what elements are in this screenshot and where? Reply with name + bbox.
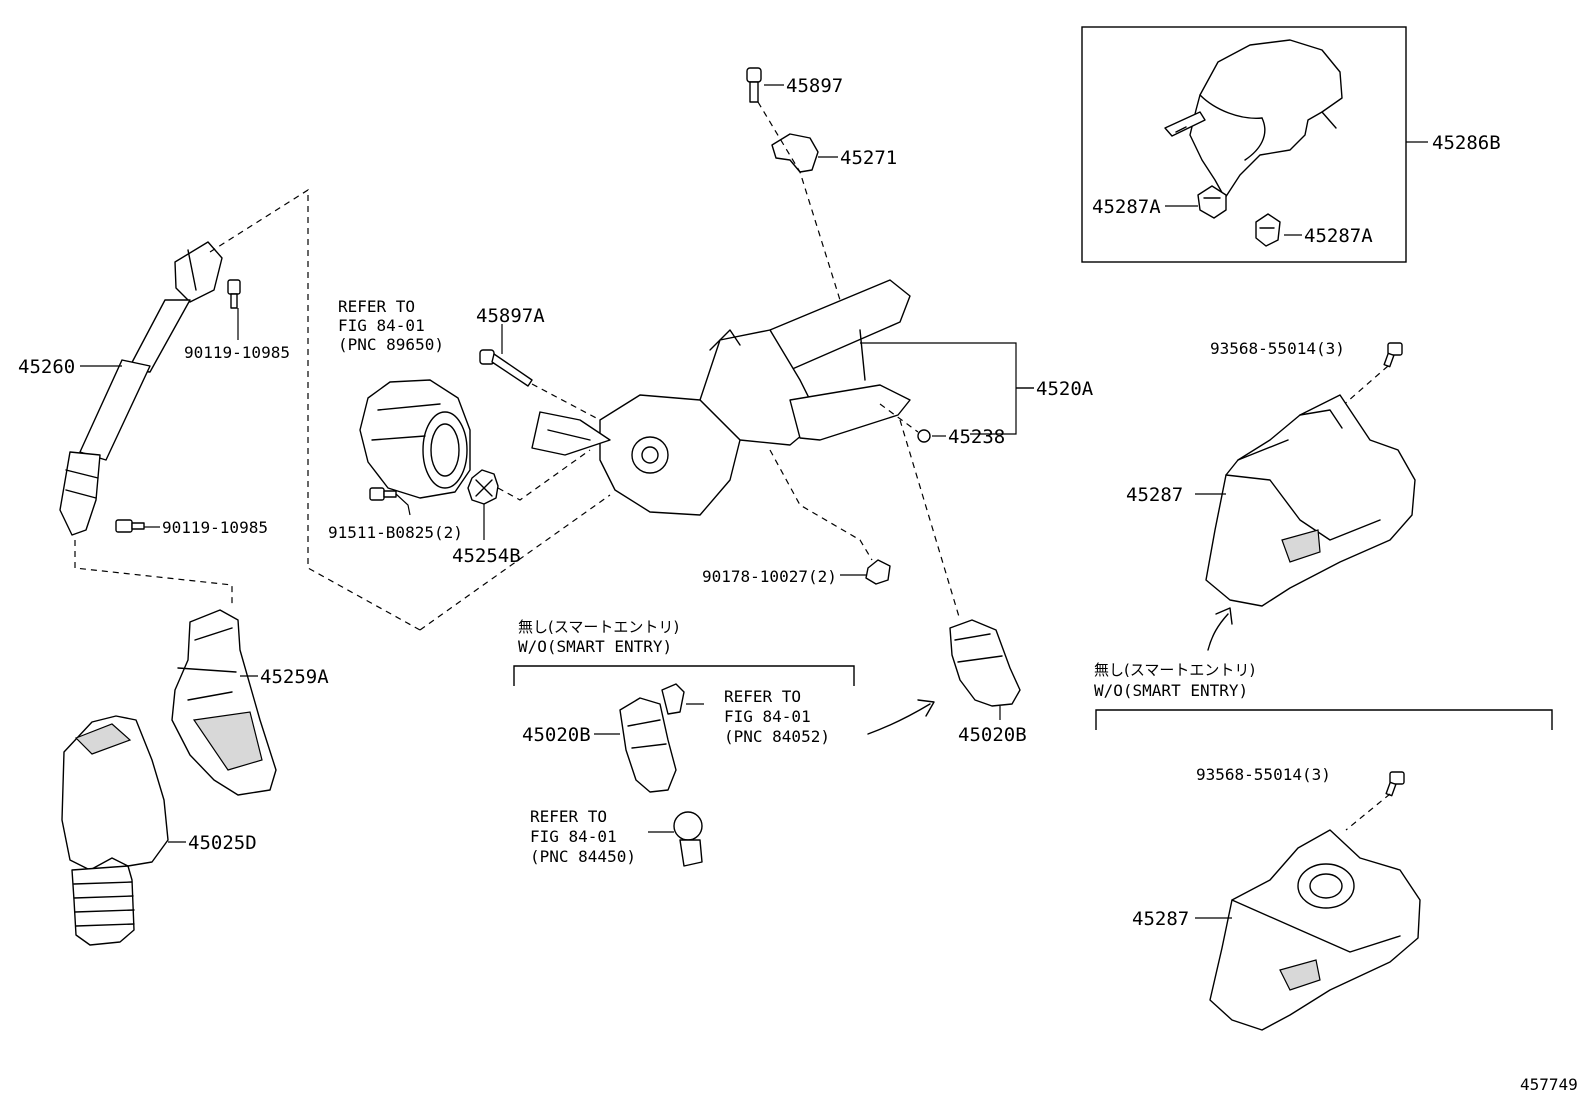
dash-93568-top [1339, 365, 1389, 409]
label-45287A-right: 45287A [1304, 225, 1373, 247]
arrow-head-up-to-45287 [1215, 607, 1233, 625]
dash-shaft-to-cover [74, 540, 233, 608]
label-45025D: 45025D [188, 832, 257, 854]
condition-bracket-center [513, 665, 855, 686]
clip-45287A-right-drawing [1255, 213, 1281, 247]
screw-93568-bottom-drawing [1385, 771, 1405, 797]
bolt-45897A-drawing [479, 349, 533, 387]
label-45897: 45897 [786, 75, 843, 97]
upper-column-cover-45286B-drawing [1164, 39, 1343, 199]
label-45897A: 45897A [476, 305, 545, 327]
refer-note-84450-line3: (PNC 84450) [530, 847, 636, 866]
figure-number: 457749 [1520, 1075, 1578, 1094]
ignition-switch-45020B-right-drawing [949, 619, 1021, 707]
condition-bracket-right [1095, 709, 1553, 730]
arrow-head-to-45020B-right [917, 699, 935, 717]
label-45260: 45260 [18, 356, 75, 378]
label-90119-top: 90119-10985 [184, 343, 290, 362]
eps-motor-drawing [359, 379, 471, 499]
refer-note-84052-line3: (PNC 84052) [724, 727, 830, 746]
boot-45025D-drawing [61, 715, 169, 946]
condition-note-right-jp: 無し(スマートエントリ) [1094, 661, 1255, 679]
steering-column-4520A-drawing [531, 279, 911, 516]
nut-45238-drawing [917, 429, 931, 443]
label-45286B: 45286B [1432, 132, 1501, 154]
bolt-90119-bottom-drawing [115, 519, 145, 533]
label-45287-bottom: 45287 [1132, 908, 1189, 930]
dash-column-to-90178 [769, 449, 873, 561]
bolt-45897-drawing [746, 67, 762, 103]
lower-cover-45287-top-drawing [1205, 394, 1416, 607]
refer-note-89650-line3: (PNC 89650) [338, 335, 444, 354]
screw-93568-top-drawing [1383, 342, 1403, 368]
hole-cover-45259A-drawing [171, 609, 277, 796]
refer-note-89650-line1: REFER TO [338, 297, 415, 316]
dash-shaft-to-motor [209, 188, 421, 631]
dash-45897-to-column [757, 101, 841, 301]
label-93568-bottom: 93568-55014(3) [1196, 765, 1331, 784]
condition-note-right-en: W/O(SMART ENTRY) [1094, 681, 1248, 700]
label-45259A: 45259A [260, 666, 329, 688]
condition-note-center-jp: 無し(スマートエントリ) [518, 618, 679, 636]
arrow-to-45020B-right [867, 703, 931, 735]
label-45271: 45271 [840, 147, 897, 169]
dash-93568-bottom [1345, 793, 1391, 831]
cap-45271-drawing [771, 133, 819, 173]
label-45020B-left: 45020B [522, 724, 591, 746]
label-45020B-right: 45020B [958, 724, 1027, 746]
lower-cover-45287-bottom-drawing [1209, 829, 1421, 1031]
intermediate-shaft-45260-drawing [59, 241, 223, 536]
ignition-switch-45020B-left-drawing [619, 683, 685, 793]
label-91511: 91511-B0825(2) [328, 523, 463, 542]
refer-note-84450-line1: REFER TO [530, 807, 607, 826]
dash-45238 [879, 403, 919, 433]
leader-91511 [395, 493, 411, 516]
refer-note-84450-line2: FIG 84-01 [530, 827, 617, 846]
label-45287A-left: 45287A [1092, 196, 1161, 218]
refer-note-84052-line2: FIG 84-01 [724, 707, 811, 726]
clip-45287A-left-drawing [1197, 185, 1227, 219]
label-90119-bottom: 90119-10985 [162, 518, 268, 537]
label-45238: 45238 [948, 426, 1005, 448]
label-45254B: 45254B [452, 545, 521, 567]
nut-90178-drawing [865, 559, 891, 585]
label-90178: 90178-10027(2) [702, 567, 837, 586]
dash-column-to-45020B-right [899, 419, 961, 621]
dash-motor-to-column [419, 494, 611, 631]
refer-note-84052-line1: REFER TO [724, 687, 801, 706]
label-93568-top: 93568-55014(3) [1210, 339, 1345, 358]
arrow-up-to-45287 [1207, 613, 1229, 651]
bolt-90119-top-drawing [227, 279, 241, 309]
label-4520A: 4520A [1036, 378, 1094, 400]
dash-coupling-to-column [497, 449, 591, 501]
refer-note-89650-line2: FIG 84-01 [338, 316, 425, 335]
coupling-45254B-drawing [467, 469, 499, 505]
inset-box-45286B [1081, 26, 1407, 263]
key-cylinder-84450-drawing [673, 811, 703, 867]
dash-45897A-to-column [531, 383, 601, 421]
label-45287-top: 45287 [1126, 484, 1183, 506]
condition-note-center-en: W/O(SMART ENTRY) [518, 637, 672, 656]
